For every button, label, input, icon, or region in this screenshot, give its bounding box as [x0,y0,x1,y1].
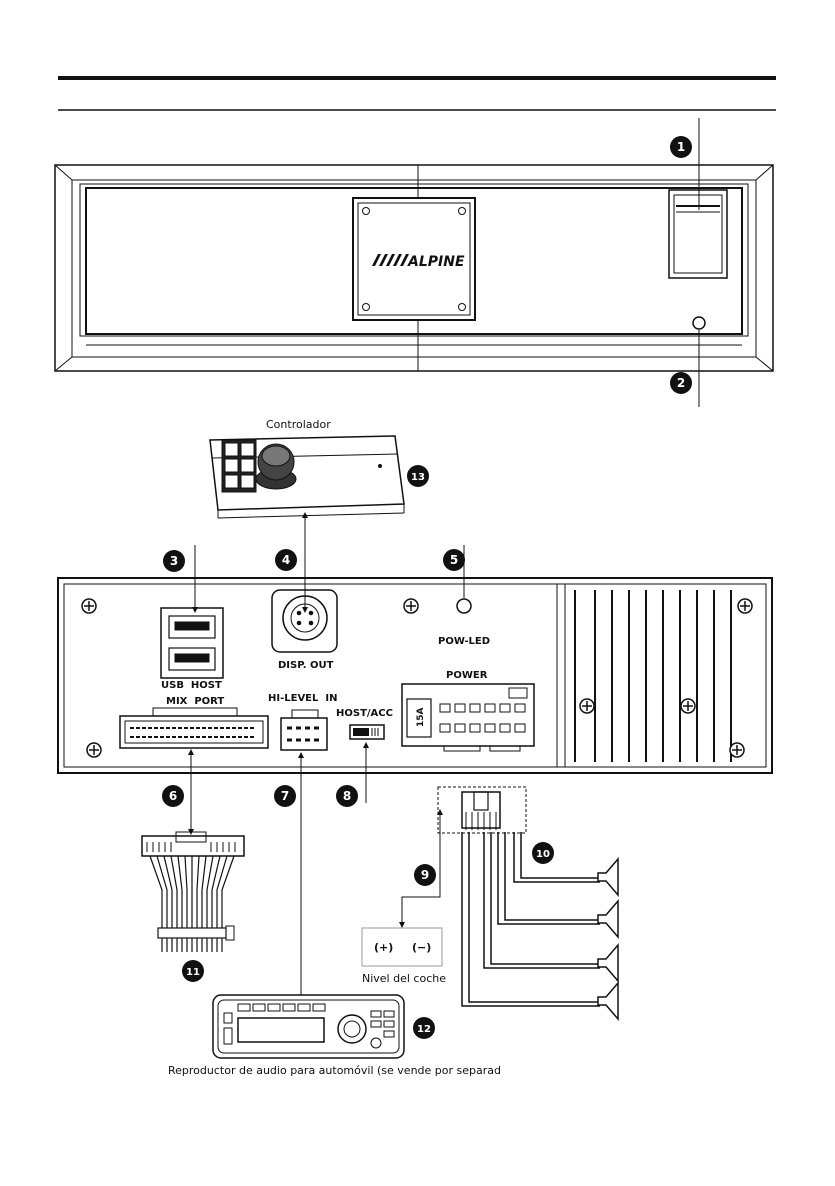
callout-3: 3 [163,550,185,572]
usb-ports[interactable] [161,608,223,678]
svg-text:9: 9 [421,868,429,882]
host-acc-switch[interactable] [350,725,384,739]
usb-host-label: USB HOST [161,680,222,691]
nivel-coche-label: Nivel del coche [362,972,446,985]
svg-text:6: 6 [169,789,177,803]
callout-8: 8 [336,785,358,807]
svg-text:10: 10 [536,849,550,860]
svg-text:2: 2 [677,376,685,390]
callout-10: 10 [532,842,554,864]
svg-text:7: 7 [281,789,289,803]
callout-2: 2 [670,372,692,394]
mix-port-harness [142,832,244,952]
disp-out-label: DISP. OUT [278,660,334,671]
plus-terminal: (+) [374,941,393,954]
callout-13: 13 [407,465,429,487]
speakers [598,859,618,1019]
logo-text: ALPINE [407,254,465,270]
callout-1: 1 [670,136,692,158]
front-slot[interactable] [669,190,727,278]
front-led [693,317,705,329]
callout-6: 6 [162,785,184,807]
callout-9: 9 [414,864,436,886]
power-harness [438,787,600,1006]
controlador-label: Controlador [266,418,331,431]
svg-text:3: 3 [170,554,178,568]
callout-5: 5 [443,549,465,571]
pow-led-label: POW-LED [438,636,490,647]
svg-text:5: 5 [450,553,458,567]
svg-text:13: 13 [411,472,425,483]
svg-text:12: 12 [417,1024,431,1035]
callout-11: 11 [182,960,204,982]
hi-level-in-label: HI-LEVEL IN [268,693,337,704]
reproductor-caption: Reproductor de audio para automóvil (se … [168,1064,501,1077]
fuse-label: 15A [416,707,426,727]
callout-4: 4 [275,549,297,571]
logo-plate: ALPINE [353,198,475,320]
mix-port-connector[interactable] [120,708,268,748]
mix-port-label: MIX PORT [166,696,224,707]
pow-led-indicator [457,599,471,613]
host-acc-label: HOST/ACC [336,708,393,719]
svg-text:1: 1 [677,140,685,154]
controller-unit [210,436,404,518]
svg-text:4: 4 [282,553,290,567]
power-label: POWER [446,670,488,681]
car-audio-head-unit [213,995,404,1058]
svg-text:8: 8 [343,789,351,803]
callout-12: 12 [413,1017,435,1039]
minus-terminal: (−) [412,941,431,954]
callout-7: 7 [274,785,296,807]
svg-text:11: 11 [186,967,200,978]
hi-level-in-connector[interactable] [281,710,327,750]
